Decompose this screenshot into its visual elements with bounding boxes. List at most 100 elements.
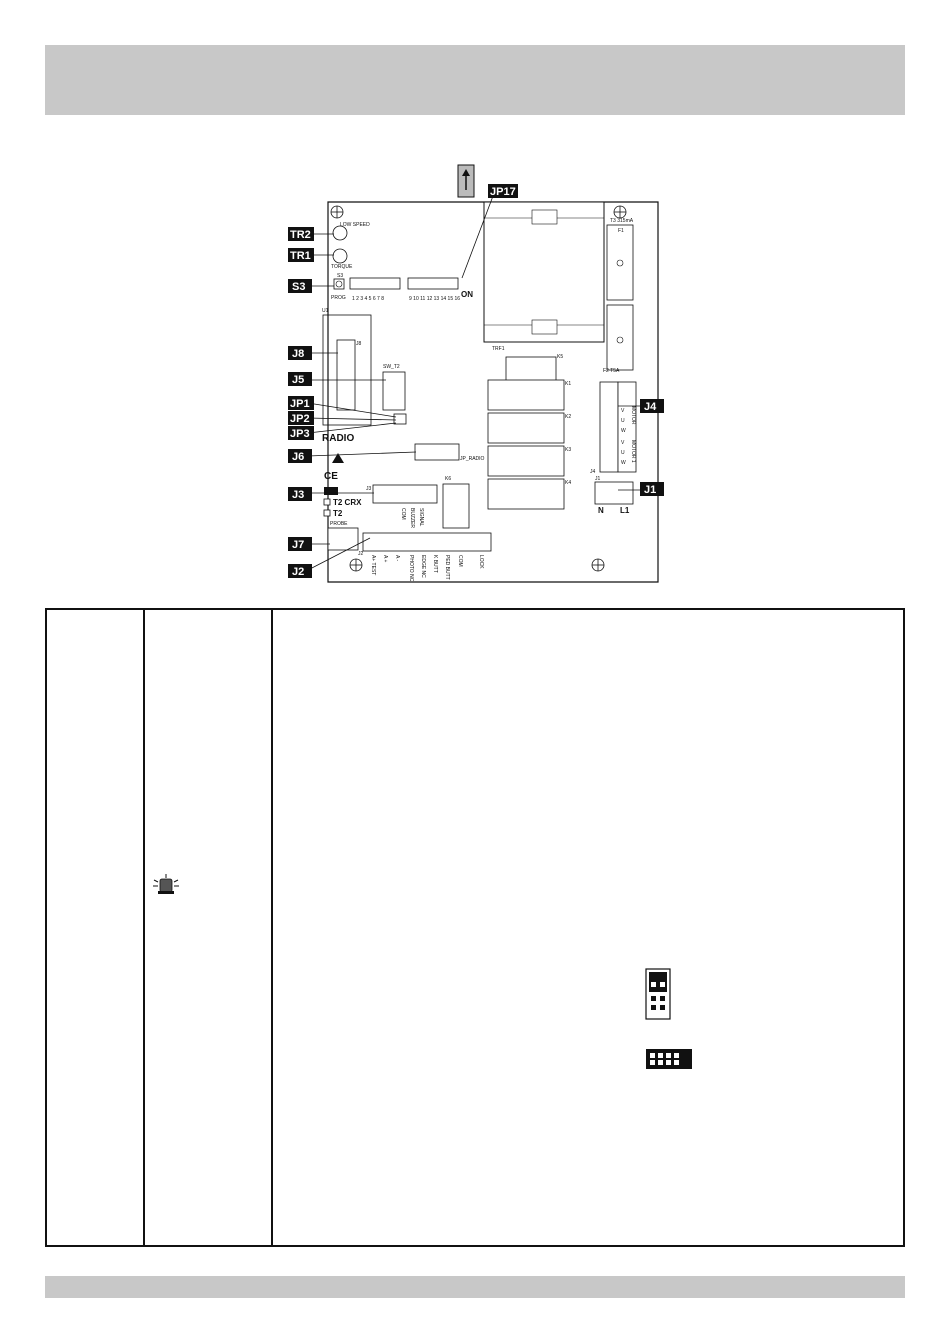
column-divider-2 [271,610,273,1245]
svg-text:TR1: TR1 [290,250,311,262]
j6-connector [414,443,460,461]
t2-crx-label: T2 CRX [333,498,362,507]
s3-small-label: S3 [337,273,343,279]
on-label: ON [461,290,473,299]
j2-pin-4: EDGE NC [420,555,426,578]
motor-pin-u1: U [621,418,625,424]
motor-pin-w1: W [621,428,626,434]
ce-label: CE [324,471,338,482]
k5-label: K5 [557,354,563,360]
jp-jumpers [393,413,407,425]
j2-pin-7: COM [457,555,463,567]
sw-t2-label: SW_T2 [383,364,400,370]
relay-k4 [487,478,565,510]
svg-text:J5: J5 [292,374,304,386]
tag-jp2: JP2 [288,411,314,425]
motor-label: MOTOR [630,406,636,425]
svg-text:J7: J7 [292,539,304,551]
j2-pin-0: A+ TEST [370,555,376,575]
j2-pin-5: K BUTT [432,555,438,573]
j4-small-label: J4 [590,469,596,475]
tag-jp3: JP3 [288,426,314,440]
relay-k3 [487,445,565,477]
tag-j2: J2 [288,564,312,578]
relay-k2 [487,412,565,444]
j2-connector [362,532,492,552]
k4-label: K4 [565,480,571,486]
dip-numbers-right: 9 10 11 12 13 14 15 16 [409,296,460,302]
tag-j7: J7 [288,537,312,551]
f3-label: T3 315mA [610,218,634,224]
leader-lines [307,195,642,571]
j2-pin-1: A + [382,555,388,562]
svg-text:JP2: JP2 [290,413,310,425]
k6-label: K6 [445,476,451,482]
svg-text:J3: J3 [292,489,304,501]
motor-pin-v2: V [621,440,625,446]
bin-icon [324,487,338,495]
f2-label: F2 T5A [603,368,620,374]
j5-connector [382,371,406,411]
footer-band [45,1276,905,1298]
svg-text:J2: J2 [292,566,304,578]
motor-pin-v1: V [621,408,625,414]
k2-label: K2 [565,414,571,420]
dip-switch-right [407,277,459,290]
j1-small-label: J1 [595,476,601,482]
tag-j1: J1 [640,482,664,496]
svg-text:J4: J4 [644,401,657,413]
tag-jp1: JP1 [288,396,314,410]
j2-pin-2: A - [394,555,400,561]
svg-text:TR2: TR2 [290,229,311,241]
fuse-f1 [606,224,634,301]
svg-text:JP17: JP17 [490,186,516,198]
j3-connector [372,484,438,504]
warning-icon [332,453,344,463]
tag-j4: J4 [640,399,664,413]
svg-text:JP1: JP1 [290,398,310,410]
column-divider-1 [143,610,145,1245]
j8-connector [336,339,356,411]
j4-connector [599,381,619,473]
t2-checkbox [323,509,331,517]
flashing-light-icon [153,874,179,894]
trimmer-tr2 [332,225,348,264]
j2-pin-3: PHOTO NC [408,555,414,582]
u1-module [322,314,372,426]
k1-label: K1 [565,381,571,387]
s3-button-shape [333,278,345,290]
motor-pin-u2: U [621,450,625,456]
j2-pin-6: PED BUTT [444,555,450,580]
jp-radio-label: JP_RADIO [460,456,485,462]
j8-small-label: J8 [356,341,362,347]
relay-k1 [487,379,565,411]
k3-label: K3 [565,447,571,453]
t2-crx-checkbox [323,498,331,506]
tag-j5: J5 [288,372,312,386]
probe-label: PROBE [330,521,348,527]
j3-pin-buzzer: BUZZER [409,508,415,528]
jumper-horizontal-icon [646,1049,692,1069]
svg-text:J8: J8 [292,348,304,360]
u1-label: U1 [322,308,329,314]
j3-pin-signal: SIGNAL [418,508,424,527]
settings-table [45,608,905,1247]
control-board-diagram: LOW SPEED TORQUE S3 PROG 1 2 3 4 5 6 7 8… [288,164,664,583]
dip-numbers-left: 1 2 3 4 5 6 7 8 [352,296,384,302]
tag-tr2: TR2 [288,227,314,241]
tag-s3: S3 [288,279,312,293]
j2-small-label: J2 [358,551,364,557]
low-speed-label: LOW SPEED [340,222,370,228]
header-band [45,45,905,115]
mounting-hole-icon [330,205,627,572]
tag-jp17: JP17 [488,184,518,198]
j3-small-label: J3 [366,486,372,492]
torque-label: TORQUE [331,264,353,270]
motor-pin-w2: W [621,460,626,466]
j2-pin-labels: A+ TEST A + A - PHOTO NC EDGE NC K BUTT … [370,555,484,582]
n-label: N [598,506,604,515]
svg-text:JP3: JP3 [290,428,310,440]
j7-connector [327,527,359,551]
j3-pin-com: COM [400,508,406,520]
fuse-f2 [606,304,634,371]
